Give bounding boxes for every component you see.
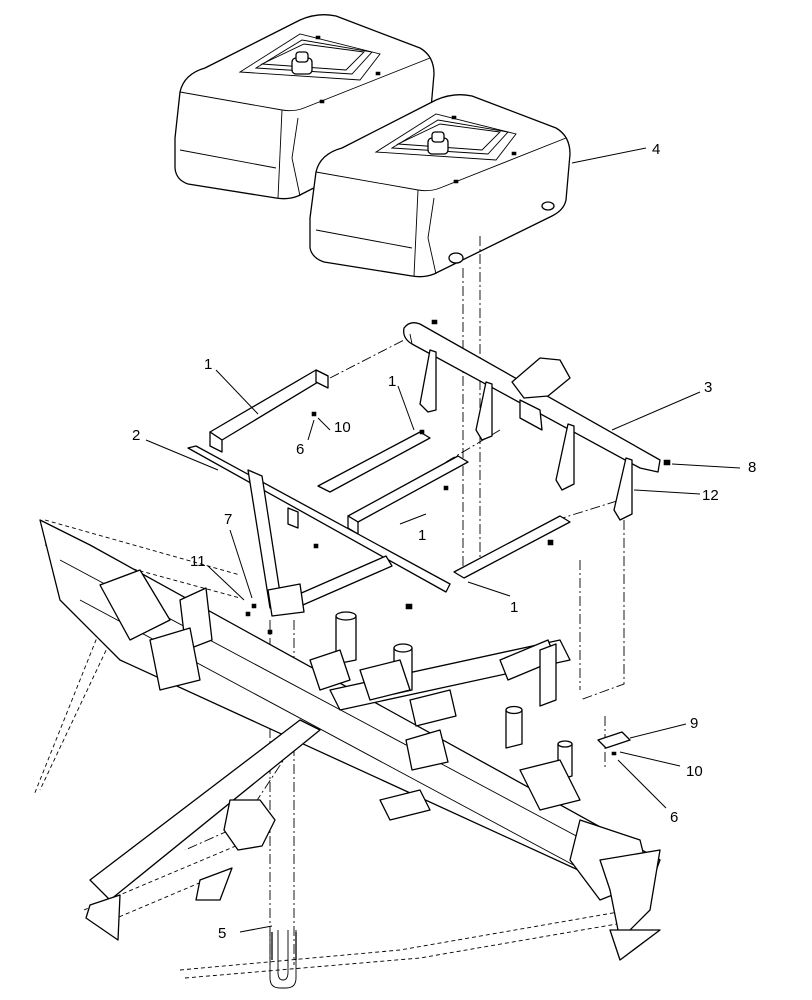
- callout-11: 11: [190, 553, 206, 570]
- callout-6-upper: 6: [296, 441, 304, 458]
- callout-10-lower: 10: [686, 763, 703, 780]
- callout-7: 7: [224, 511, 232, 528]
- callout-1-center: 1: [388, 373, 396, 390]
- callout-9: 9: [690, 715, 698, 732]
- callout-1-mid: 1: [418, 527, 426, 544]
- a-frame-bracket: [187, 445, 451, 617]
- callout-8: 8: [748, 459, 756, 476]
- callout-2: 2: [132, 427, 140, 444]
- callout-1-right: 1: [510, 599, 518, 616]
- callout-6-lower: 6: [670, 809, 678, 826]
- leader-lines: [145, 147, 741, 933]
- callout-4: 4: [652, 141, 660, 158]
- main-frame: [39, 519, 661, 989]
- callout-3: 3: [704, 379, 712, 396]
- callout-10-upper: 10: [334, 419, 351, 436]
- callout-numbers: 1 1 1 1 2 3 4 5 6 6 7 8 9 10 10 11 12: [132, 141, 756, 942]
- callout-5: 5: [218, 925, 226, 942]
- weight-block-front: [309, 94, 571, 278]
- callout-1-left: 1: [204, 356, 212, 373]
- callout-12: 12: [702, 487, 719, 504]
- support-rails: [209, 369, 571, 579]
- cross-beam-assembly: [403, 319, 671, 521]
